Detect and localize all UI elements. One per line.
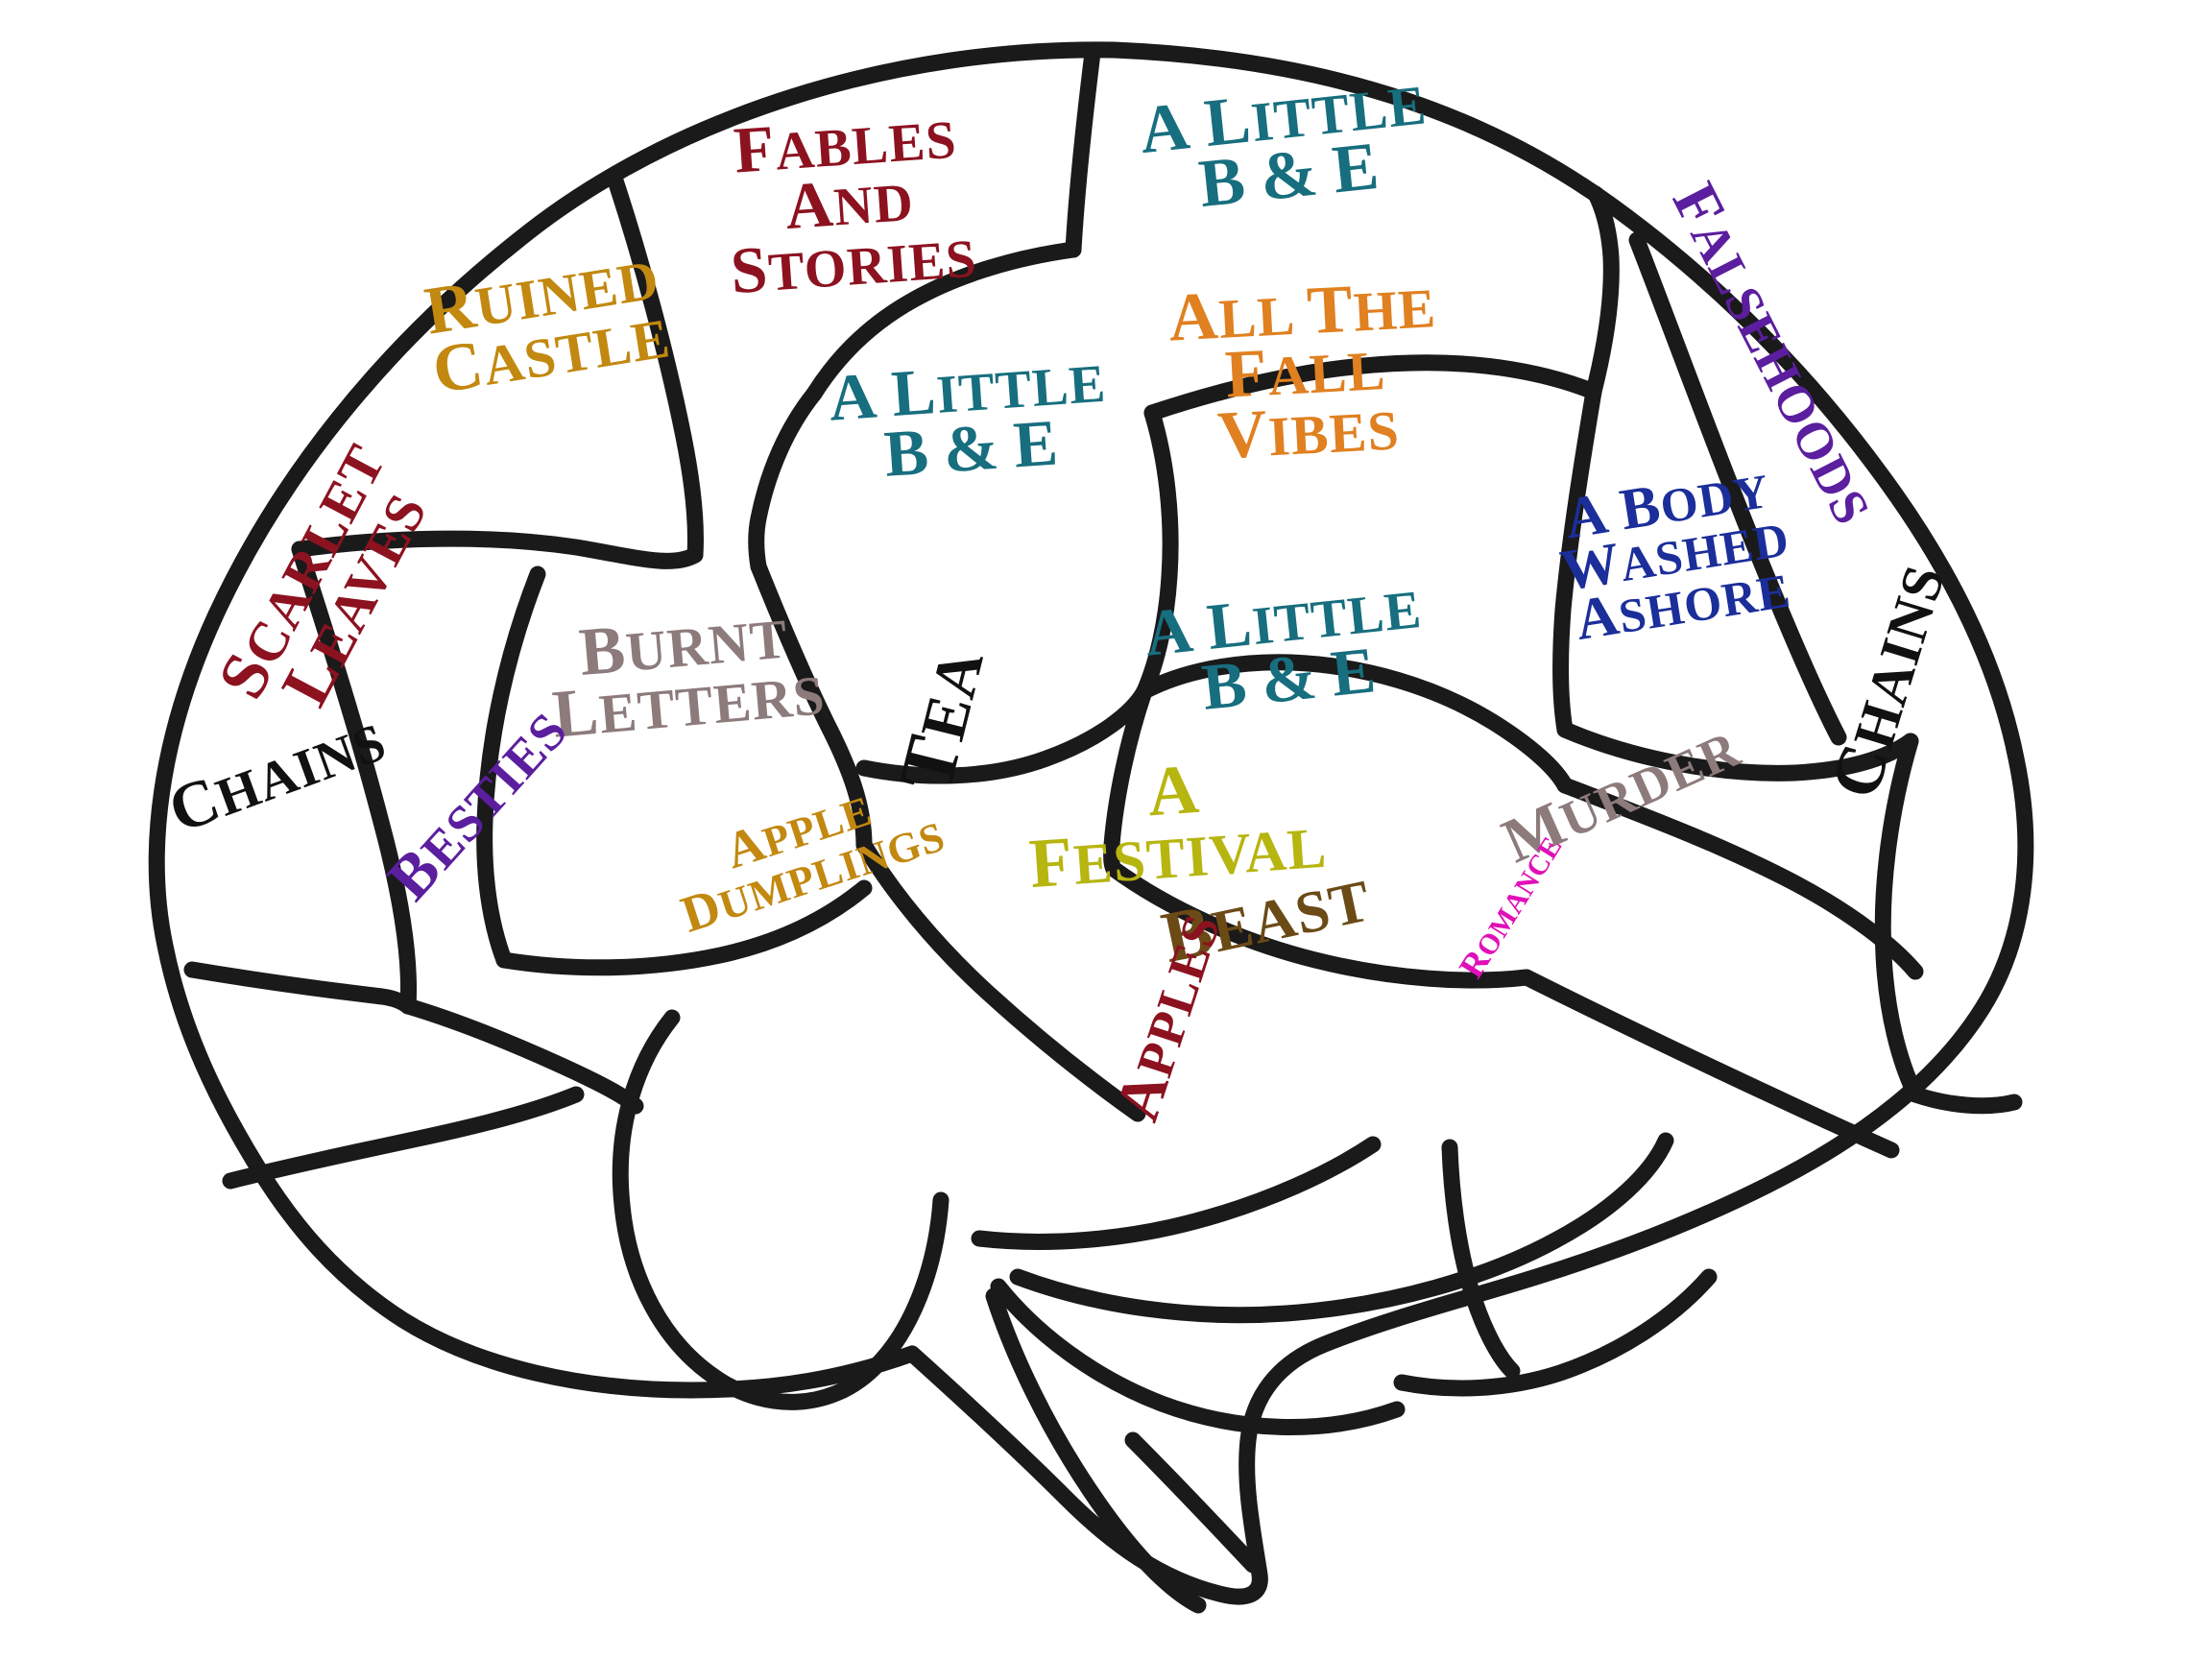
brain-outline-paths — [148, 41, 2034, 1614]
furrow-fall-vibes-right — [1552, 383, 1602, 738]
furrow-festival-left — [855, 836, 1146, 1122]
furrow-festival-bottom — [971, 1136, 1382, 1250]
furrow-top-center — [1065, 44, 1101, 258]
furrow-murder-top — [1556, 777, 1924, 980]
furrow-middle-ble-right — [1136, 404, 1179, 700]
brain-silhouette — [148, 41, 2034, 1605]
region-label-line: All the — [1166, 271, 1438, 356]
furrow-apples-right — [1124, 1431, 1262, 1574]
furrow-besties-right — [399, 998, 644, 1115]
furrow-burnt-bottom — [495, 879, 873, 976]
furrow-murder-bottom — [1518, 969, 1900, 1159]
furrow-ruined-castle-bottom — [291, 530, 704, 569]
furrow-body-ashore-bottom — [1556, 721, 1919, 781]
furrow-lower-ble-left — [1103, 683, 1153, 878]
region-label-burnt-letters: BurntLetters — [545, 605, 828, 753]
furrow-apples-left — [985, 1287, 1207, 1614]
furrow-burnt-right — [750, 558, 873, 854]
furrow-lower-ble-top — [1136, 654, 1574, 794]
furrow-top-ble-right — [1585, 185, 1620, 400]
region-label-fables-and-stories: FablesandStories — [721, 108, 978, 307]
furrow-chains-left-bottom — [222, 1086, 585, 1190]
furrow-falsehoods-left — [1628, 231, 1847, 746]
furrow-middle-ble-left — [748, 385, 823, 575]
furrow-burnt-left — [476, 565, 546, 969]
furrow-frontal-left — [606, 169, 704, 564]
furrow-beast-bottom — [990, 1278, 1406, 1435]
region-label-a-festival: AFestival — [1023, 750, 1330, 902]
furrow-apple-dumplings-lobe — [612, 1009, 950, 1410]
furrow-chains-left-top — [183, 961, 417, 1015]
furrow-beast-top — [1009, 1132, 1674, 1324]
furrow-top-ble-bottom — [1143, 354, 1602, 421]
region-label-all-the-fall-vibes: All theFallVibes — [1166, 271, 1444, 473]
furrow-romance-bottom — [1393, 1268, 1718, 1397]
furrow-lower-ble-bottom — [1105, 860, 1535, 989]
furrow-scarlet-right — [291, 541, 417, 1015]
furrow-middle-ble-bottom — [855, 683, 1153, 784]
region-label-a-little-b-and-e-middle: A LittleB & E — [827, 353, 1112, 493]
furrow-chains-right-bottom — [1907, 1086, 2023, 1115]
furrow-beast-romance — [1441, 1139, 1521, 1380]
furrow-fables-right — [805, 241, 1082, 402]
